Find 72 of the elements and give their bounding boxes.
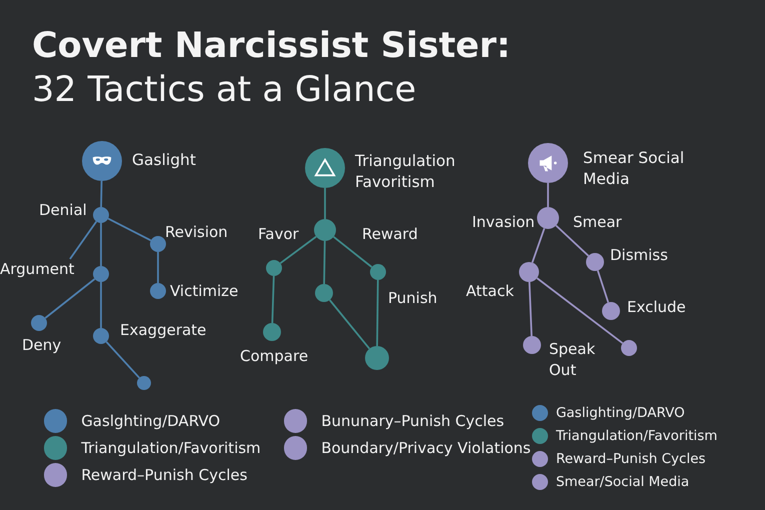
tactic-label: Compare (240, 346, 308, 367)
connector-line (100, 282, 102, 328)
connector-line (44, 278, 96, 319)
tactic-label: Revision (165, 222, 228, 243)
category-circle (82, 141, 122, 181)
tactic-label: Exclude (627, 297, 686, 318)
tactic-dot (150, 236, 166, 252)
tactic-label: Attack (466, 281, 514, 302)
connector-line (333, 236, 372, 268)
tactic-dot (31, 315, 47, 331)
legend-label: Triangulation/Favoritism (81, 439, 261, 457)
tactic-dot (314, 219, 336, 241)
connector-line (528, 282, 532, 336)
connector-line (596, 270, 610, 303)
title: Covert Narcissist Sister: 32 Tactics at a Glance (32, 25, 511, 112)
legend-label: Gaslighting/DARVO (556, 405, 685, 421)
category-circle (528, 143, 568, 183)
tactic-dot (370, 264, 386, 280)
connector-line (271, 276, 275, 324)
legend-label: Gaslghting/DARVO (81, 412, 220, 430)
tactic-dot (621, 340, 637, 356)
tactic-label: Smear (573, 212, 622, 233)
connector-line (69, 220, 98, 260)
connector-line (329, 299, 370, 350)
legend-label: Smear/Social Media (556, 474, 690, 490)
tactic-label: Favor (258, 224, 299, 245)
category-circle (305, 148, 345, 188)
tactic-label: Deny (22, 335, 62, 356)
connector-line (157, 252, 159, 283)
tactic-dot (263, 323, 281, 341)
tactic-dot (365, 346, 389, 370)
connector-line (106, 341, 140, 378)
tactic-label: Gaslight (132, 150, 197, 171)
legend-label: Bununary–Punish Cycles (321, 412, 504, 430)
tactic-label: Invasion (472, 212, 535, 233)
tactic-label: Triangulation Favoritism (355, 151, 456, 193)
tactic-dot (586, 253, 604, 271)
tactic-dot (315, 284, 333, 302)
connector-line (536, 277, 624, 344)
connector-line (323, 240, 326, 284)
legend-label: Reward–Punish Cycles (556, 451, 706, 467)
connector-line (100, 223, 102, 266)
tactic-label: Victimize (170, 281, 238, 302)
connector-line (531, 228, 546, 263)
tactic-dot (523, 336, 541, 354)
connector-line (547, 183, 549, 207)
tactic-dot (150, 283, 166, 299)
tactic-label: Speak Out (549, 339, 596, 381)
tactic-label: Smear Social Media (583, 148, 686, 190)
tactic-dot (93, 266, 109, 282)
legend-label: Reward–Punish Cycles (81, 466, 248, 484)
tactic-dot (137, 376, 151, 390)
connector-line (280, 236, 317, 264)
tactic-label: Exaggerate (120, 320, 206, 341)
tactic-label: Punish (388, 288, 438, 309)
connector-line (324, 188, 326, 219)
legend-label: Boundary/Privacy Violations (321, 439, 531, 457)
connector-line (108, 218, 152, 242)
tactic-dot (537, 207, 559, 229)
connector-line (555, 224, 590, 256)
tactic-label: Denial (39, 200, 87, 221)
tactic-label: Dismiss (610, 245, 668, 266)
connector-line (376, 280, 379, 346)
tactic-dot (602, 302, 620, 320)
tactic-dot (266, 260, 282, 276)
tactic-label: Argument (0, 259, 74, 280)
connector-line (100, 180, 102, 208)
tactic-dot (93, 328, 109, 344)
tactic-dot (519, 262, 539, 282)
legend-label: Triangulation/Favoritism (556, 428, 718, 444)
tactic-label: Reward (362, 224, 418, 245)
tactic-dot (93, 207, 109, 223)
